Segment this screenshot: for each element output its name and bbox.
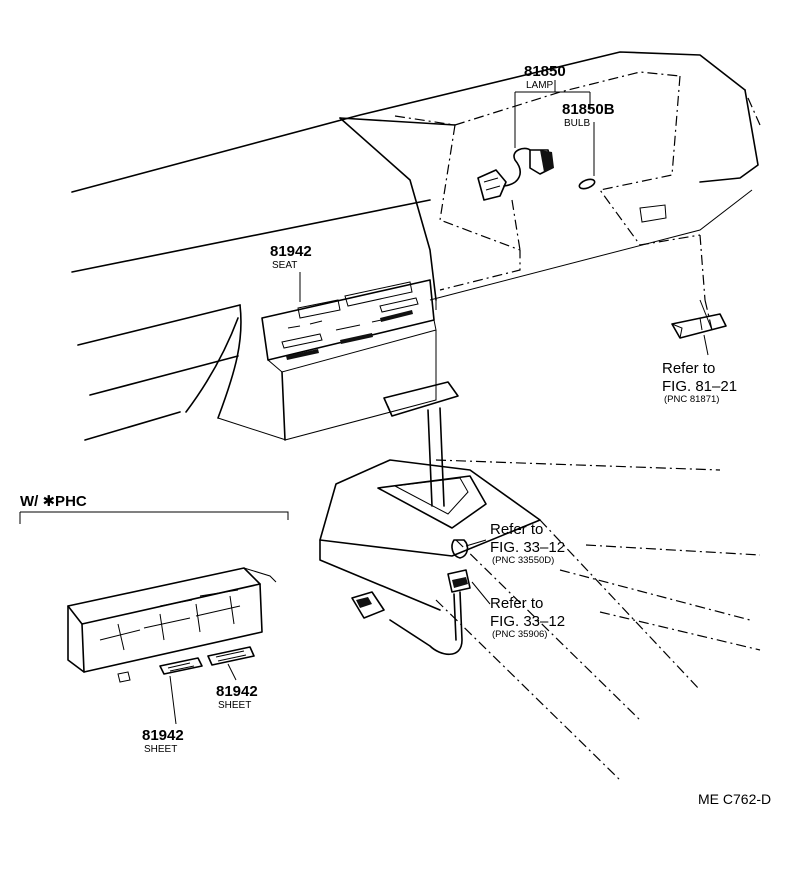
switch-panel <box>261 279 437 441</box>
ref-3-line2: FIG. 33–12 <box>490 613 565 630</box>
lamp-part-no: 81850 <box>524 63 566 80</box>
bulb-part-no: 81850B <box>562 101 615 118</box>
reference-fig-33-12-a: Refer to FIG. 33–12 (PNC 33550D) <box>490 521 565 566</box>
figure-code: ME C762-D <box>698 791 771 807</box>
seat-part-no: 81942 <box>270 243 312 260</box>
ref-2-pnc: (PNC 33550D) <box>492 555 554 566</box>
ref-3-pnc: (PNC 35906) <box>492 629 547 640</box>
lamp-name: LAMP <box>526 80 554 91</box>
ref-1-line2: FIG. 81–21 <box>662 378 737 395</box>
connector-81871 <box>671 313 727 339</box>
ref-2-line2: FIG. 33–12 <box>490 539 565 556</box>
meter-housing-outline <box>394 71 761 331</box>
label-seat: 81942 SEAT <box>270 243 312 271</box>
ref-1-line1: Refer to <box>662 360 715 377</box>
reference-fig-81-21: Refer to FIG. 81–21 (PNC 81871) <box>662 360 737 405</box>
sheet-right <box>207 646 255 681</box>
console-box <box>319 459 761 781</box>
label-bulb: 81850B BULB <box>562 101 615 129</box>
ref-2-line1: Refer to <box>490 521 543 538</box>
ref-3-line1: Refer to <box>490 595 543 612</box>
phc-inset <box>19 511 289 683</box>
variant-label: W/ ✱PHC <box>20 493 87 510</box>
instrument-panel <box>71 51 759 441</box>
sheet-left-part-no: 81942 <box>142 727 184 744</box>
console-bulb-socket <box>351 539 491 656</box>
bulb <box>578 178 596 190</box>
sheet-right-part-no: 81942 <box>216 683 258 700</box>
label-sheet-left: 81942 SHEET <box>142 727 184 755</box>
seat-name: SEAT <box>272 260 297 271</box>
lamp-assembly <box>477 147 554 201</box>
sheet-left-name: SHEET <box>144 744 177 755</box>
sheet-left <box>159 657 203 725</box>
shift-lever <box>383 381 459 507</box>
label-lamp: 81850 LAMP <box>524 63 566 91</box>
sheet-right-name: SHEET <box>218 700 251 711</box>
leader-lines <box>299 80 713 356</box>
bulb-name: BULB <box>564 118 590 129</box>
ref-1-pnc: (PNC 81871) <box>664 394 719 405</box>
reference-fig-33-12-b: Refer to FIG. 33–12 (PNC 35906) <box>490 595 565 640</box>
label-sheet-right: 81942 SHEET <box>216 683 258 711</box>
